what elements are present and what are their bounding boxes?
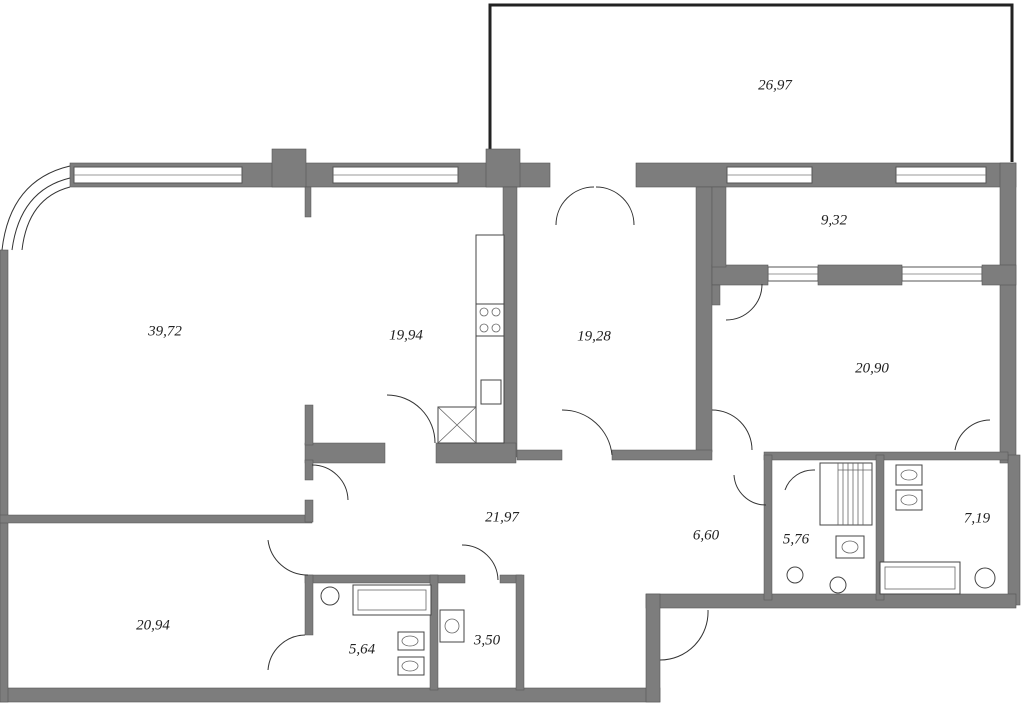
kitchen-counter xyxy=(437,234,505,444)
basin-center-icon xyxy=(829,576,847,594)
area-bath-west: 5,64 xyxy=(349,641,376,657)
wc-basin-icon xyxy=(439,609,465,643)
basin-east-icon xyxy=(974,567,996,589)
windows xyxy=(73,166,987,282)
bath-fixtures xyxy=(320,464,996,676)
toilet-center-icon xyxy=(835,535,865,559)
area-kitchen: 19,94 xyxy=(389,327,423,343)
stairs xyxy=(819,462,873,526)
area-loggia: 9,32 xyxy=(821,212,848,228)
bathtub-icon xyxy=(352,584,432,616)
area-bath-center: 5,76 xyxy=(783,531,810,547)
stove-icon xyxy=(475,303,505,337)
bidet-icon xyxy=(397,656,425,676)
area-bedroom-west: 20,94 xyxy=(136,617,170,633)
washbasin-icon xyxy=(320,586,340,606)
area-bedroom-east: 20,90 xyxy=(855,360,889,376)
bidet-east-icon xyxy=(895,489,923,511)
terrace-outline xyxy=(488,3,1014,162)
exterior-walls xyxy=(0,148,1021,703)
area-bath-east: 7,19 xyxy=(964,510,991,526)
area-wc: 3,50 xyxy=(473,632,501,648)
bay-window xyxy=(1,165,71,251)
area-corridor: 6,60 xyxy=(693,527,720,543)
sink-icon xyxy=(480,379,502,405)
area-labels: 39,72 19,94 26,97 19,28 9,32 20,90 21,97… xyxy=(136,77,991,657)
toilet-east-icon xyxy=(895,464,923,486)
area-terrace: 26,97 xyxy=(758,77,793,93)
area-dining: 19,28 xyxy=(577,328,611,344)
area-hall: 21,97 xyxy=(485,509,520,525)
area-living: 39,72 xyxy=(147,323,182,339)
shower-icon xyxy=(786,566,804,584)
interior-walls xyxy=(0,186,1017,691)
doors xyxy=(267,186,991,671)
toilet-icon xyxy=(397,631,425,651)
